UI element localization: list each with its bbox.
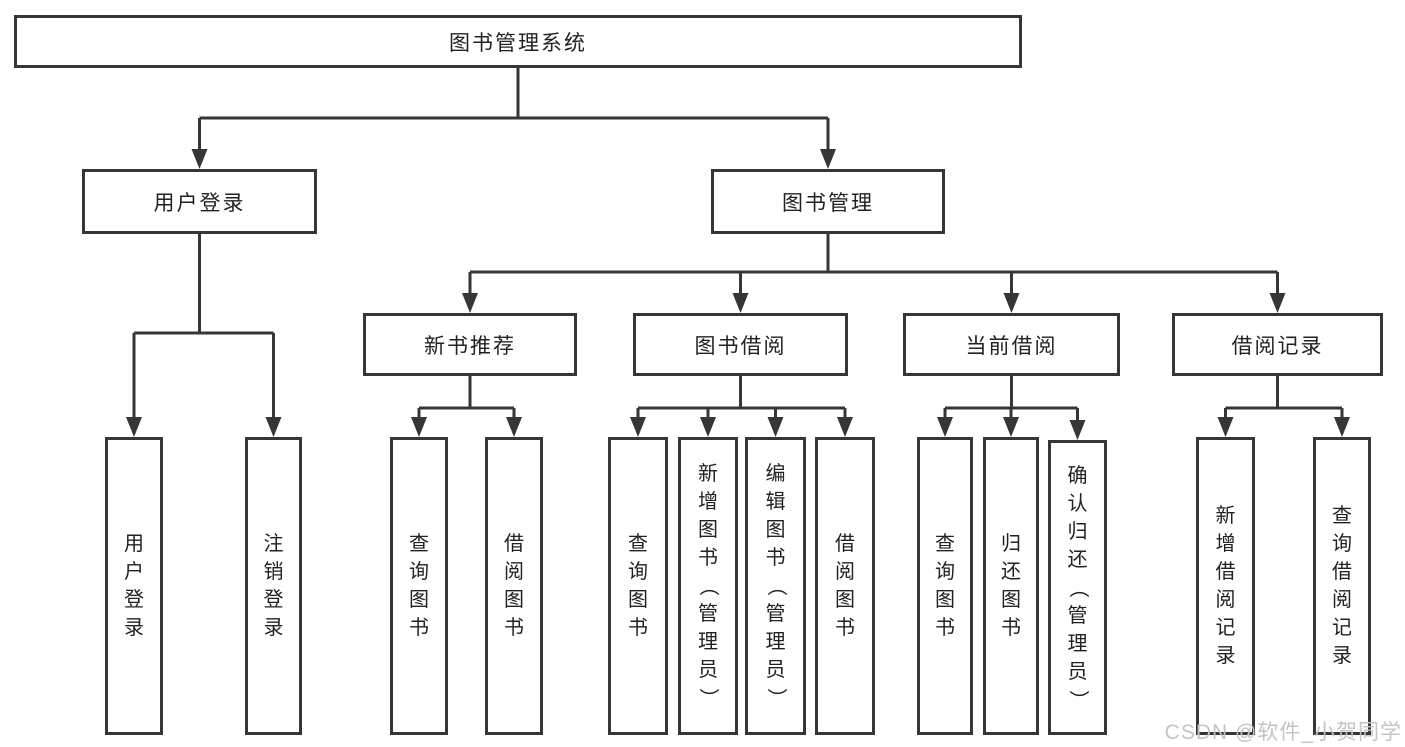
leaf-add-book-admin-label: 新增图书（管理员） <box>697 463 719 708</box>
arrowheads <box>126 149 1350 440</box>
leaf-query-borrow-record-label: 查询借阅记录 <box>1332 505 1352 667</box>
leaf-confirm-return-admin-label: 确认归还（管理员） <box>1066 464 1089 710</box>
node-book-management-label: 图书管理 <box>782 191 874 215</box>
leaf-logout-label: 注销登录 <box>263 533 284 639</box>
leaf-return-books-label: 归还图书 <box>1001 533 1021 639</box>
node-current-borrowing: 当前借阅 <box>903 313 1120 376</box>
leaf-newbooks-borrow-books-label: 借阅图书 <box>504 533 524 639</box>
node-book-borrowing: 图书借阅 <box>633 313 848 376</box>
node-book-borrowing-label: 图书借阅 <box>694 334 787 358</box>
leaf-newbooks-query-books: 查询图书 <box>390 437 448 735</box>
leaf-user-login: 用户登录 <box>105 437 163 735</box>
node-user-login-label: 用户登录 <box>153 191 246 215</box>
csdn-watermark: CSDN @软件_小贺同学 <box>1164 721 1402 744</box>
leaf-query-borrow-record: 查询借阅记录 <box>1313 437 1371 735</box>
leaf-edit-book-admin-label: 编辑图书（管理员） <box>764 463 787 708</box>
leaf-current-query-books-label: 查询图书 <box>935 533 955 639</box>
leaf-logout: 注销登录 <box>245 437 302 735</box>
leaf-confirm-return-admin: 确认归还（管理员） <box>1048 440 1107 735</box>
leaf-newbooks-query-books-label: 查询图书 <box>409 533 429 639</box>
node-new-book-recommend: 新书推荐 <box>363 313 577 376</box>
leaf-add-borrow-record-label: 新增借阅记录 <box>1215 505 1236 667</box>
leaf-add-borrow-record: 新增借阅记录 <box>1196 437 1255 735</box>
leaf-user-login-label: 用户登录 <box>124 533 144 639</box>
leaf-borrowing-query-books: 查询图书 <box>608 437 668 735</box>
leaf-borrowing-query-books-label: 查询图书 <box>628 533 648 639</box>
node-user-login: 用户登录 <box>82 169 317 234</box>
node-root: 图书管理系统 <box>14 15 1022 68</box>
node-current-borrowing-label: 当前借阅 <box>965 334 1058 358</box>
leaf-add-book-admin: 新增图书（管理员） <box>678 437 738 735</box>
leaf-borrowing-borrow-books: 借阅图书 <box>815 437 875 735</box>
node-new-book-recommend-label: 新书推荐 <box>424 334 516 358</box>
node-borrowing-records: 借阅记录 <box>1172 313 1383 376</box>
node-book-management: 图书管理 <box>711 169 945 234</box>
leaf-newbooks-borrow-books: 借阅图书 <box>485 437 543 735</box>
leaf-current-query-books: 查询图书 <box>917 437 973 735</box>
leaf-edit-book-admin: 编辑图书（管理员） <box>745 437 806 735</box>
node-borrowing-records-label: 借阅记录 <box>1231 334 1324 358</box>
leaf-return-books: 归还图书 <box>983 437 1039 735</box>
leaf-borrowing-borrow-books-label: 借阅图书 <box>835 533 855 639</box>
node-root-label: 图书管理系统 <box>449 31 587 55</box>
